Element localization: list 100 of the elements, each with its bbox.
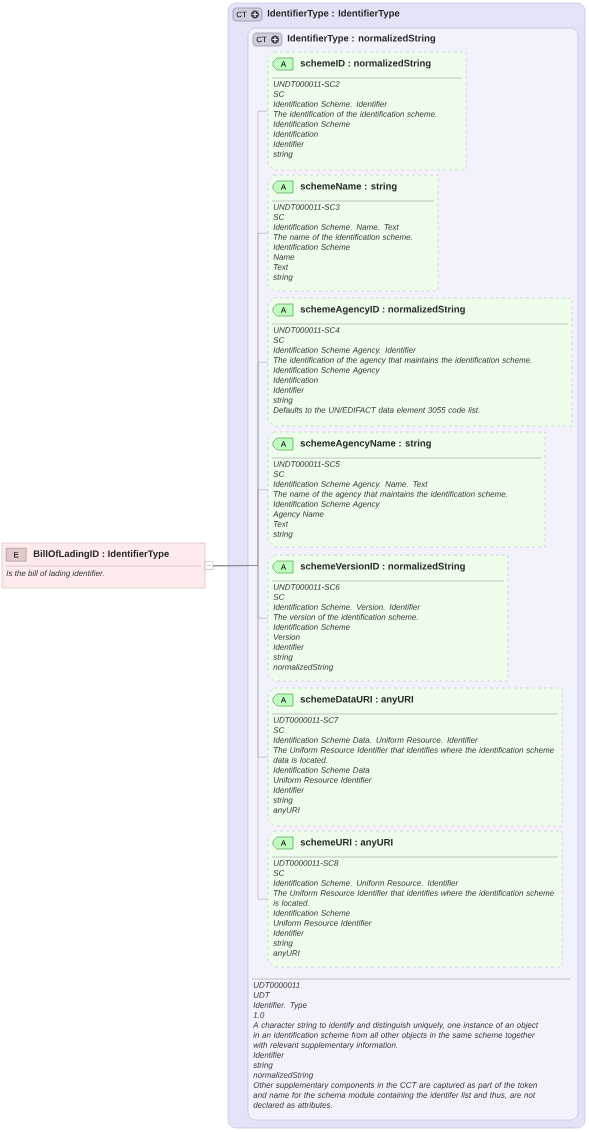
node-label: string: [273, 530, 293, 539]
complex-type-badge: CT: [252, 32, 283, 47]
node-label: UNDT000011-SC4: [273, 327, 340, 333]
element-badge: E: [6, 548, 27, 562]
attribute-box: [267, 51, 467, 171]
node-label: Identifier: [273, 140, 305, 147]
node-label: string: [273, 150, 293, 159]
attribute-badge: A: [272, 57, 294, 71]
node-label: SC: [273, 337, 285, 343]
node-label: Identification Scheme: [273, 243, 350, 250]
node-label: The version of the identification scheme.: [273, 613, 418, 620]
node-label: Identifier: [253, 1051, 285, 1058]
complex-type-badge: CT: [232, 7, 263, 22]
node-label: string: [273, 396, 293, 405]
node-label: Other supplementary components in the CCT are captured as part of the token and name for the schema module containing the identifer list and thus, are not declared as attributes.: [253, 1081, 537, 1108]
node-label: The Uniform Resource Identifier that identifies where the identification scheme data is located.: [273, 746, 554, 763]
node-label: anyURI: [273, 807, 300, 815]
node-label: SC: [273, 214, 285, 220]
node-label: 1.0: [253, 1012, 265, 1018]
node-label: SC: [273, 594, 285, 600]
node-label: Identification Scheme: [273, 623, 350, 630]
connector-line: [213, 565, 269, 900]
node-label: UDT0000011: [253, 982, 300, 988]
type-title: IdentifierType : normalizedString: [287, 34, 436, 44]
node-label: SC: [273, 870, 285, 876]
node-label: The Uniform Resource Identifier that identifies where the identification scheme is located.: [273, 889, 554, 906]
node-label: string: [253, 1061, 273, 1070]
node-label: Identification: [273, 376, 318, 383]
attribute-badge: A: [272, 303, 294, 317]
node-label: UNDT000011-SC6: [273, 584, 340, 590]
annotation-text: UNDT000011-SC2 SC Identification Scheme. Identifier The identification of the identification scheme. Identification Scheme Identification Identifier string: [273, 81, 437, 159]
type-title: schemeAgencyID : normalizedString: [300, 305, 465, 315]
node-label: string: [273, 653, 293, 662]
node-label: Uniform Resource Identifier: [273, 919, 372, 926]
node-label: anyURI: [273, 950, 300, 958]
node-label: UDT: [253, 992, 271, 998]
node-label: UDT0000011-SC7: [273, 717, 339, 723]
attribute-box: [267, 174, 439, 292]
node-label: string: [273, 796, 293, 805]
node-label: Identifier. Type: [253, 1001, 307, 1010]
node-label: string: [273, 939, 293, 948]
node-label: UNDT000011-SC3: [273, 204, 340, 210]
attribute-badge: A: [272, 693, 294, 707]
node-label: Version: [273, 633, 300, 640]
annotation-text: UDT0000011 UDT Identifier. Type 1.0 A character string to identify and distinguish uniquely, one instance of an object in an identification scheme from all other objects in the same scheme together with relevant supplementary information. Identifier string normalizedString Other supplementary components in the CCT are captured as part of the token and name for the schema module containing the identifer list and thus, are not declared as attributes.: [252, 982, 539, 1108]
node-label: Name: [273, 254, 295, 260]
attribute-badge: A: [272, 437, 294, 451]
node-label: Identifier: [273, 643, 305, 650]
node-label: The name of the agency that maintains the identification scheme.: [273, 490, 507, 499]
node-label: Text: [273, 264, 289, 270]
attribute-box: [267, 687, 563, 827]
element-box: E BillOfLadingID : IdentifierType Is the bill of lading identifier.: [1, 542, 214, 589]
node-label: UNDT000011-SC2: [273, 81, 340, 87]
node-label: Identification Scheme: [273, 120, 350, 127]
node-label: The identification of the identification scheme.: [273, 110, 437, 117]
node-label: The identification of the agency that maintains the identification scheme.: [273, 356, 532, 365]
node-label: Identification Scheme Data. Uniform Resource. Identifier: [273, 736, 478, 743]
node-label: UNDT000011-SC5: [273, 461, 340, 467]
node-label: Text: [273, 521, 289, 527]
attribute-box: [267, 554, 509, 682]
node-label: string: [273, 273, 293, 282]
annotation-text: UNDT000011-SC4 SC Identification Scheme Agency. Identifier The identification of the agency that maintains the identification scheme. Identification Scheme Agency Identification Identifier string Defaults to the UN/EDIFACT data element 3055 code list.: [273, 327, 532, 413]
type-title: schemeDataURI : anyURI: [300, 695, 414, 705]
node-label: Identification Scheme. Identifier: [273, 100, 388, 107]
node-label: Identification: [273, 130, 318, 137]
node-label: Identification Scheme Data: [273, 766, 370, 773]
node-label: Identifier: [273, 786, 305, 793]
type-title: schemeURI : anyURI: [300, 838, 393, 848]
node-label: Defaults to the UN/EDIFACT data element 3055 code list.: [273, 406, 480, 413]
type-title: schemeName : string: [300, 182, 397, 192]
type-title: IdentifierType : IdentifierType: [267, 9, 400, 19]
node-label: Identifier: [273, 929, 305, 936]
type-title: schemeID : normalizedString: [300, 59, 431, 69]
annotation-text: UDT0000011-SC7 SC Identification Scheme Data. Uniform Resource. Identifier The Uniform Resource Identifier that identifies where the identification scheme data is located. Identification Scheme Data Uniform Resource Identifier Identifier string anyURI: [273, 717, 554, 815]
node-label: Uniform Resource Identifier: [273, 776, 372, 783]
node-label: Identification Scheme Agency. Name. Text: [273, 480, 428, 489]
attribute-box: [267, 297, 573, 427]
node-label: normalizedString: [253, 1071, 314, 1080]
type-title: schemeAgencyName : string: [300, 439, 431, 449]
annotation-text: UNDT000011-SC5 SC Identification Scheme Agency. Name. Text The name of the agency that maintains the identification scheme. Identification Scheme Agency Agency Name Text string: [272, 461, 507, 539]
node-label: Identification Scheme Agency: [273, 500, 380, 509]
node-label: Identification Scheme Agency. Identifier: [273, 346, 417, 355]
attribute-badge: A: [272, 560, 294, 574]
node-label: Identification Scheme. Version. Identifier: [273, 603, 421, 610]
node-label: UDT0000011-SC8: [273, 860, 339, 866]
annotation-text: UNDT000011-SC6 SC Identification Scheme. Version. Identifier The version of the identification scheme. Identification Scheme Version Identifier string normalizedString: [273, 584, 421, 672]
node-label: Identifier: [273, 386, 305, 393]
type-title: schemeVersionID : normalizedString: [300, 562, 465, 572]
node-label: Identification Scheme: [273, 909, 350, 916]
annotation-text: UNDT000011-SC3 SC Identification Scheme. Name. Text The name of the identification scheme. Identification Scheme Name Text string: [273, 204, 412, 282]
attribute-badge: A: [272, 836, 294, 850]
node-label: A character string to identify and distinguish uniquely, one instance of an object in an identification scheme from all other objects in the same scheme together with relevant supplementary information.: [252, 1021, 539, 1050]
annotation-text: UDT0000011-SC8 SC Identification Scheme. Uniform Resource. Identifier The Uniform Resource Identifier that identifies where the identification scheme is located. Identification Scheme Uniform Resource Identifier Identifier string anyURI: [273, 860, 554, 958]
node-label: Identification Scheme. Uniform Resource. Identifier: [273, 879, 459, 886]
attribute-box: [267, 830, 563, 968]
attribute-box: [267, 431, 546, 548]
attribute-badge: A: [272, 180, 294, 194]
node-label: normalizedString: [273, 663, 334, 672]
node-label: Agency Name: [272, 511, 324, 519]
node-label: Identification Scheme. Name. Text: [273, 223, 400, 230]
